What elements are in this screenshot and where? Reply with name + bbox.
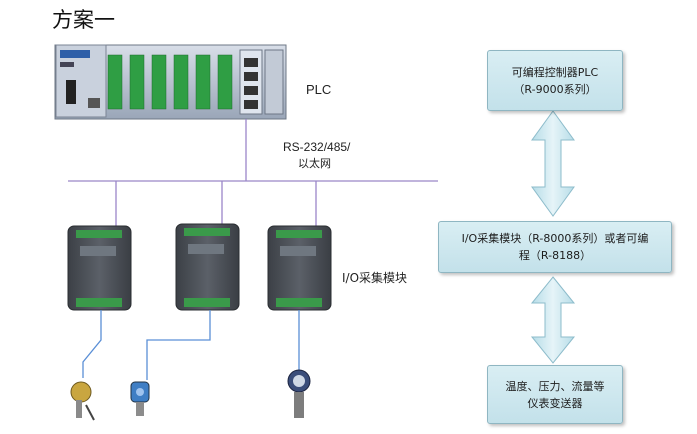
bus-label-line2: 以太网: [298, 157, 331, 170]
bus-label-line1: RS-232/485/: [283, 140, 351, 154]
plc-box-line2: （R-9000系列）: [513, 82, 597, 96]
io-module-label: I/O采集模块: [342, 271, 408, 285]
pressure-transmitter-icon: [130, 381, 150, 416]
sensor-box-line1: 温度、压力、流量等: [505, 379, 605, 393]
temperature-sensor-icon: [70, 381, 95, 421]
plc-label: PLC: [306, 82, 332, 97]
plc-rack-icon: [54, 44, 287, 120]
page-title: 方案一: [52, 8, 115, 32]
io-module-icon: [67, 225, 132, 311]
flow-meter-icon: [287, 369, 311, 418]
double-arrow-icon: [531, 110, 575, 217]
io-box-line2: 程（R-8188）: [518, 249, 592, 262]
io-module-box: I/O采集模块（R-8000系列）或者可编 程（R-8188）: [438, 221, 672, 273]
io-module-icon: [267, 225, 332, 311]
plc-controller-box: 可编程控制器PLC （R-9000系列）: [487, 50, 623, 111]
plc-box-line1: 可编程控制器PLC: [511, 65, 599, 79]
network-bus: [68, 119, 438, 226]
sensor-box-line2: 仪表变送器: [527, 396, 583, 410]
io-box-line1: I/O采集模块（R-8000系列）或者可编: [461, 232, 649, 245]
double-arrow-icon: [530, 276, 576, 364]
sensor-wires: [82, 310, 300, 380]
io-module-icon: [175, 223, 240, 311]
sensor-box: 温度、压力、流量等 仪表变送器: [487, 365, 623, 424]
